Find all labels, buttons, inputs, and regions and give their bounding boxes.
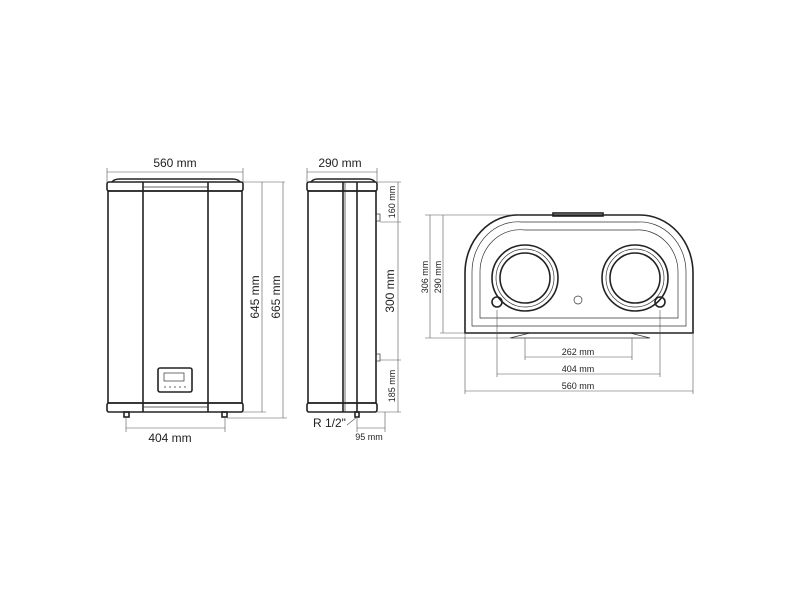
bottom-bracket-distance-label: 185 mm	[387, 370, 397, 403]
right-pipe-flange	[601, 244, 669, 312]
top-outer-shell	[464, 214, 694, 334]
front-width-label: 560 mm	[153, 156, 196, 170]
front-view: 560 mm 645 mm 665 mm 404 mm	[106, 156, 287, 445]
right-foot-hole	[654, 296, 666, 308]
upper-bracket	[375, 213, 381, 222]
flange-spacing-label: 262 mm	[562, 347, 595, 357]
front-bottom-rim	[106, 402, 244, 413]
side-body	[307, 190, 377, 404]
bracket-base	[509, 332, 651, 339]
lower-bracket	[375, 353, 381, 362]
pipe-connection	[354, 411, 360, 418]
right-foot	[221, 411, 228, 418]
side-view: 290 mm 160 mm 300 mm 185 mm R 1/2" 95 mm	[306, 156, 401, 442]
front-top-cap	[111, 178, 241, 183]
left-pipe-flange	[491, 244, 559, 312]
bracket-spacing-label: 300 mm	[383, 269, 397, 312]
front-body	[107, 190, 243, 404]
top-feet-spacing-label: 404 mm	[562, 364, 595, 374]
side-depth-label: 290 mm	[318, 156, 361, 170]
top-width-label: 560 mm	[562, 381, 595, 391]
center-hole	[573, 295, 583, 305]
top-bracket-distance-label: 160 mm	[387, 186, 397, 219]
top-view: 306 mm 290 mm 262 mm 404 mm 560 mm	[420, 212, 694, 394]
side-top-rim	[306, 181, 378, 192]
front-feet-spacing-label: 404 mm	[148, 431, 191, 445]
top-depth-290-label: 290 mm	[433, 261, 443, 294]
front-height-645-label: 645 mm	[248, 275, 262, 318]
left-foot-hole	[491, 296, 503, 308]
pipe-offset-label: 95 mm	[355, 432, 383, 442]
top-depth-306-label: 306 mm	[420, 261, 430, 294]
left-foot	[123, 411, 130, 418]
side-bottom-rim	[306, 402, 378, 413]
thread-size-label: R 1/2"	[313, 416, 346, 430]
front-top-rim	[106, 181, 244, 192]
control-display	[157, 367, 193, 393]
front-height-665-label: 665 mm	[269, 275, 283, 318]
